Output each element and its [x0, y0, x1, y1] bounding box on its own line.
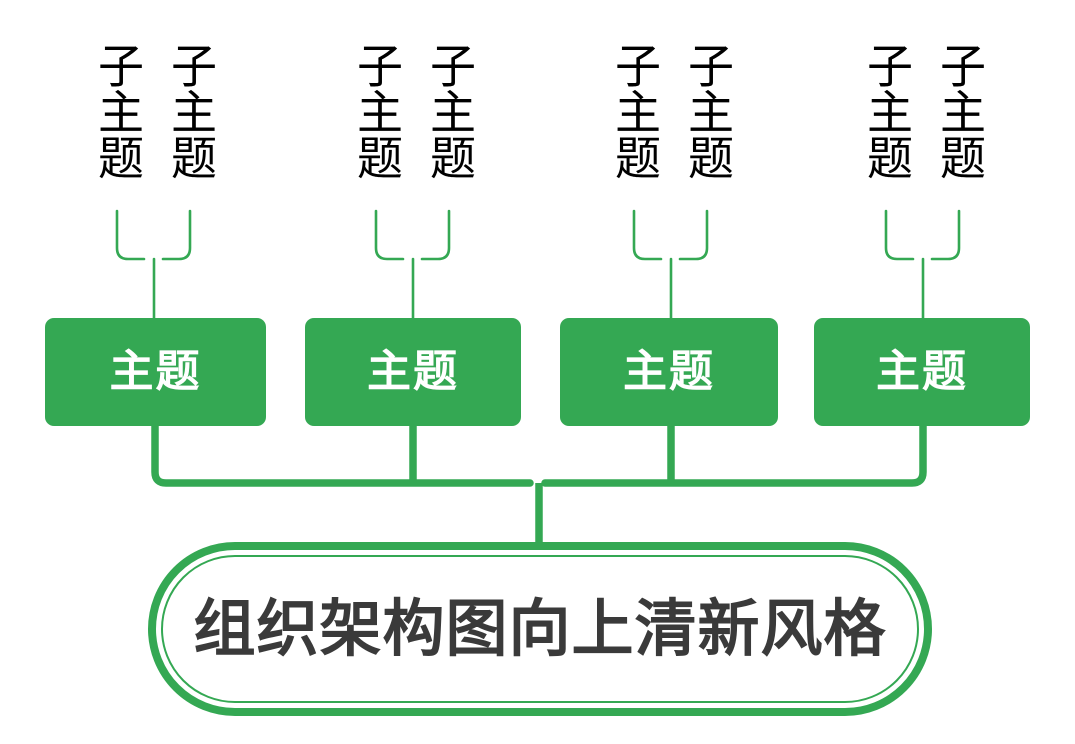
- topic-box-3[interactable]: 主题: [560, 318, 778, 426]
- subtopic-label-4-1: 子主题: [860, 42, 914, 180]
- subtopic-label-2-2: 子主题: [423, 42, 477, 180]
- subtopic-connector-group-2: [374, 209, 451, 320]
- topic-label-2: 主题: [367, 346, 459, 397]
- subtopic-connector-group-3: [632, 209, 709, 320]
- topic-trunk-connectors: [151, 422, 927, 546]
- root-node[interactable]: 组织架构图向上清新风格: [148, 542, 932, 716]
- subtopic-label-3-1: 子主题: [608, 42, 662, 180]
- root-node-title: 组织架构图向上清新风格: [193, 592, 887, 665]
- subtopic-label-2-1: 子主题: [350, 42, 404, 180]
- topic-label-4: 主题: [876, 346, 968, 397]
- topic-label-1: 主题: [109, 346, 202, 397]
- root-node-inner-ring: 组织架构图向上清新风格: [161, 555, 919, 703]
- subtopic-connector-group-4: [884, 209, 961, 320]
- topic-box-4[interactable]: 主题: [814, 318, 1030, 426]
- topic-label-3: 主题: [623, 346, 715, 397]
- subtopic-label-1-1: 子主题: [91, 42, 145, 180]
- subtopic-label-1-2: 子主题: [164, 42, 218, 180]
- subtopic-label-3-2: 子主题: [681, 42, 735, 180]
- subtopic-connector-group-1: [115, 209, 192, 320]
- subtopic-label-4-2: 子主题: [933, 42, 987, 180]
- topic-box-1[interactable]: 主题: [45, 318, 266, 426]
- topic-box-2[interactable]: 主题: [305, 318, 521, 426]
